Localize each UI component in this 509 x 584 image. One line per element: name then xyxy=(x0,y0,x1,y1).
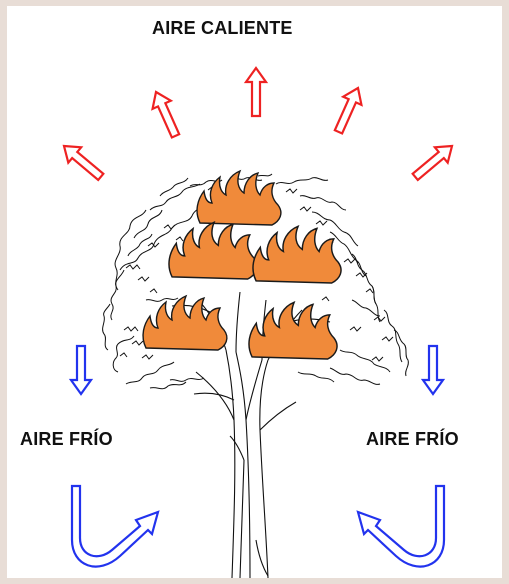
hot-air-arrow-icon xyxy=(409,138,459,184)
flame-middle-right xyxy=(253,226,341,283)
hot-air-arrows xyxy=(58,68,459,185)
hot-air-arrow-icon xyxy=(147,88,185,140)
cold-air-down-arrow-icon xyxy=(423,346,443,394)
hot-air-arrow-icon xyxy=(329,84,367,136)
cold-air-arrows xyxy=(71,346,444,567)
flames xyxy=(143,171,341,359)
hot-air-arrow-icon xyxy=(58,138,108,184)
hot-air-arrow-icon xyxy=(246,68,266,116)
flame-lower-right xyxy=(249,302,337,359)
flame-lower-left xyxy=(143,296,227,350)
cold-air-label-right: AIRE FRÍO xyxy=(366,429,459,450)
cold-air-down-arrow-icon xyxy=(71,346,91,394)
cold-air-return-arrow-right-icon xyxy=(358,486,444,567)
cold-air-return-arrow-left-icon xyxy=(72,486,158,567)
flame-middle-left xyxy=(169,222,257,279)
hot-air-label: AIRE CALIENTE xyxy=(152,18,293,39)
cold-air-label-left: AIRE FRÍO xyxy=(20,429,113,450)
